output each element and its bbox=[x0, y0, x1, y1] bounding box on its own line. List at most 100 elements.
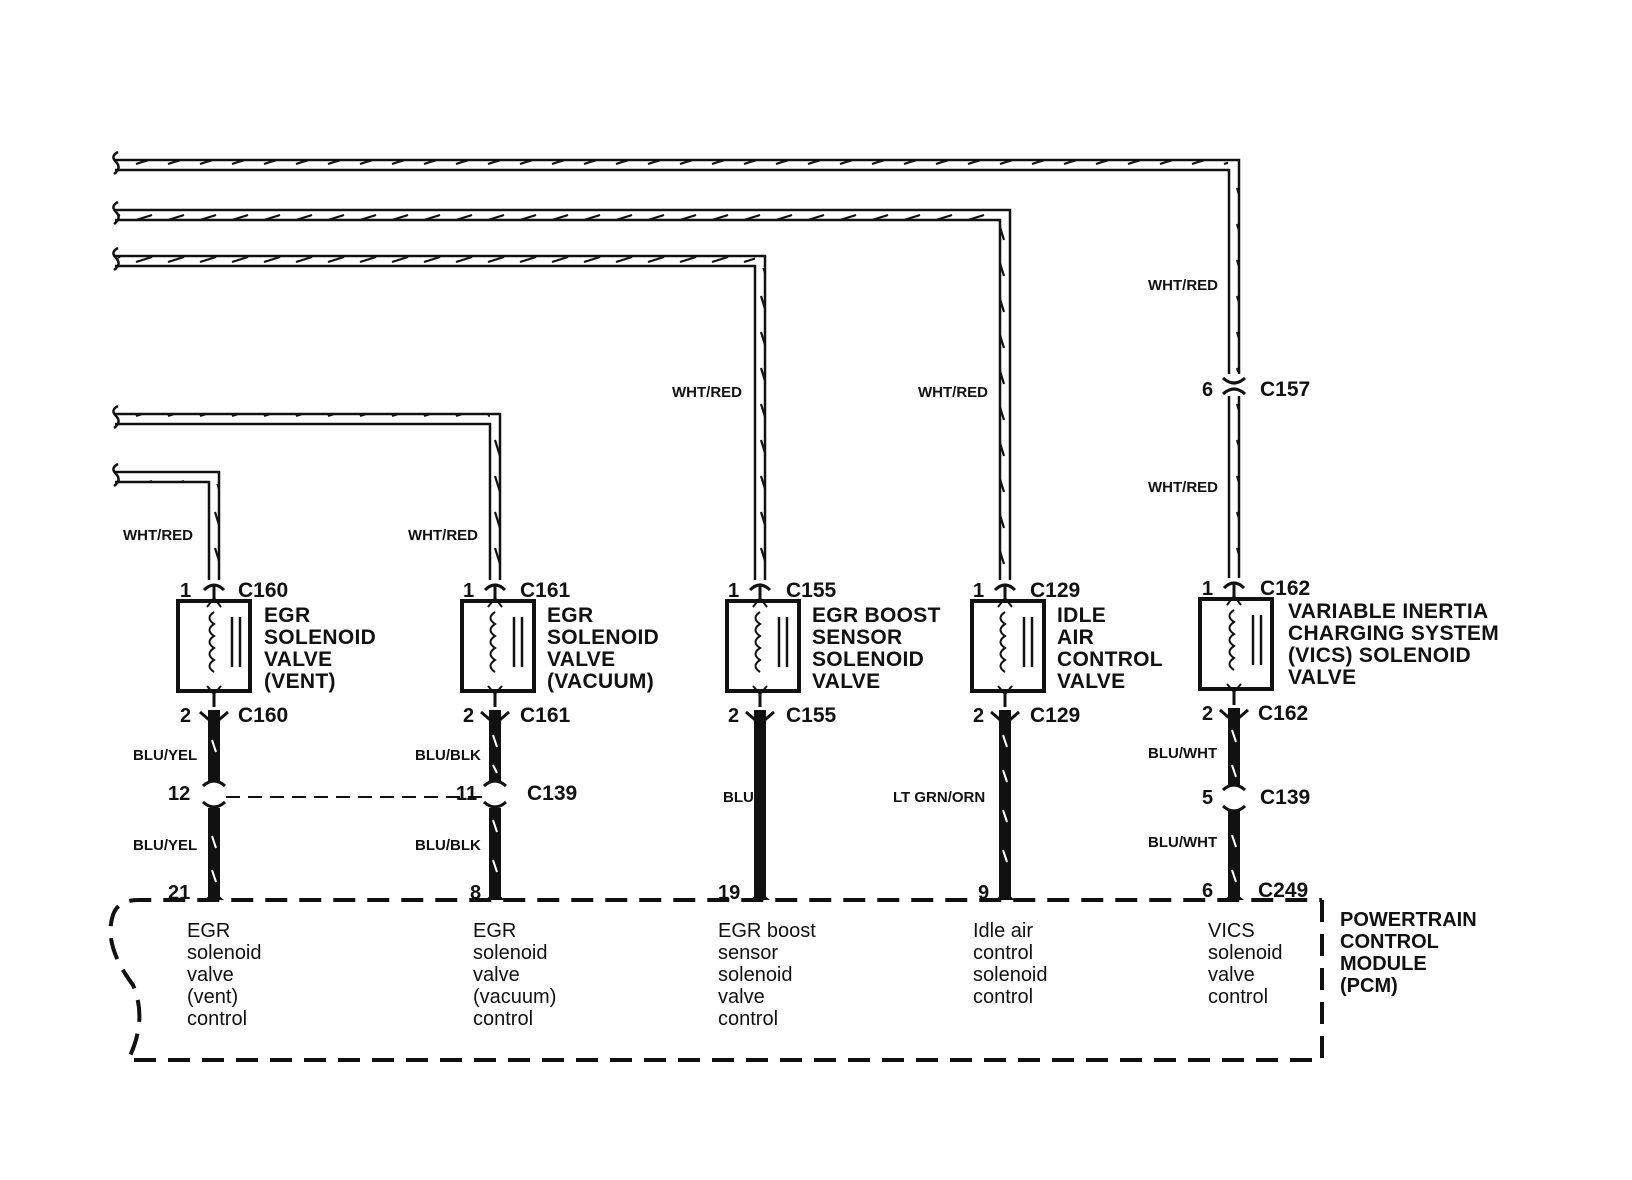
svg-text:EGR: EGR bbox=[473, 920, 516, 942]
signal-wire-egr-boost bbox=[745, 710, 775, 900]
connector-c139-right: C139 bbox=[1260, 786, 1310, 809]
svg-text:EGR: EGR bbox=[187, 920, 230, 942]
pcm-desc-egr-vacuum: EGR solenoid valve (vacuum) control bbox=[473, 920, 556, 1030]
wire-label-egr-vent-lower: BLU/YEL bbox=[133, 837, 197, 854]
pin-vics-pcm: 6 bbox=[1202, 880, 1213, 902]
pin-vics-inline: 5 bbox=[1202, 787, 1213, 809]
egr-vacuum-solenoid-symbol bbox=[460, 584, 536, 707]
supply-wire-vics bbox=[115, 158, 1241, 578]
supply-wires bbox=[112, 150, 1241, 580]
signal-wire-egr-vent bbox=[199, 710, 229, 900]
svg-text:control: control bbox=[473, 1008, 533, 1030]
signal-wire-vics bbox=[1219, 708, 1249, 900]
pin-egr-vacuum-top: 1 bbox=[463, 580, 474, 602]
wire-label-iac: LT GRN/ORN bbox=[893, 789, 985, 806]
egr-boost-solenoid-symbol bbox=[725, 584, 801, 707]
component-name-labels: EGR SOLENOID VALVE (VENT) EGR SOLENOID V… bbox=[264, 600, 1499, 693]
component-boxes bbox=[176, 582, 1274, 707]
pin-egr-vent-top: 1 bbox=[180, 580, 191, 602]
pin-egr-boost-bottom: 2 bbox=[728, 705, 739, 727]
svg-text:control: control bbox=[973, 986, 1033, 1008]
pin-egr-boost-top: 1 bbox=[728, 580, 739, 602]
connector-egr-vacuum-top: C161 bbox=[520, 579, 571, 602]
signal-wires bbox=[199, 708, 1249, 900]
wire-label-egr-vacuum-upper: BLU/BLK bbox=[415, 747, 481, 764]
wire-label-vics-lower: BLU/WHT bbox=[1148, 834, 1217, 851]
svg-text:control: control bbox=[718, 1008, 778, 1030]
svg-text:valve: valve bbox=[187, 964, 234, 986]
wire-label-egr-vent-upper: BLU/YEL bbox=[133, 747, 197, 764]
pin-egr-vent-pcm: 21 bbox=[168, 882, 190, 904]
supply-wire-iac bbox=[115, 208, 1012, 580]
svg-text:IDLE: IDLE bbox=[1057, 604, 1106, 627]
connector-iac-top: C129 bbox=[1030, 579, 1080, 602]
label-iac: IDLE AIR CONTROL VALVE bbox=[1057, 604, 1163, 693]
signal-wire-iac bbox=[990, 710, 1020, 900]
svg-text:(VACUUM): (VACUUM) bbox=[547, 670, 654, 693]
svg-text:POWERTRAIN: POWERTRAIN bbox=[1340, 909, 1477, 931]
svg-text:(vent): (vent) bbox=[187, 986, 238, 1008]
svg-text:VALVE: VALVE bbox=[264, 648, 332, 671]
svg-text:solenoid: solenoid bbox=[473, 942, 548, 964]
svg-text:solenoid: solenoid bbox=[1208, 942, 1283, 964]
connector-c249: C249 bbox=[1258, 879, 1308, 902]
pcm-terminal-descriptions: EGR solenoid valve (vent) control EGR so… bbox=[187, 920, 1283, 1030]
pin-egr-vent-bottom: 2 bbox=[180, 705, 191, 727]
pin-vics-bottom: 2 bbox=[1202, 703, 1213, 725]
wire-label-vics-upper: BLU/WHT bbox=[1148, 745, 1217, 762]
svg-text:valve: valve bbox=[1208, 964, 1255, 986]
connector-egr-vacuum-bottom: C161 bbox=[520, 704, 571, 727]
supply-wire-egr-boost bbox=[115, 254, 767, 580]
wire-label-supply-egr-boost: WHT/RED bbox=[672, 384, 742, 401]
svg-text:control: control bbox=[973, 942, 1033, 964]
svg-text:sensor: sensor bbox=[718, 942, 778, 964]
pin-iac-pcm: 9 bbox=[978, 882, 989, 904]
svg-text:solenoid: solenoid bbox=[187, 942, 262, 964]
svg-text:Idle air: Idle air bbox=[973, 920, 1033, 942]
pin-iac-top: 1 bbox=[973, 580, 984, 602]
pin-egr-vacuum-inline: 11 bbox=[456, 783, 477, 805]
svg-text:VALVE: VALVE bbox=[1057, 670, 1125, 693]
svg-text:VARIABLE INERTIA: VARIABLE INERTIA bbox=[1288, 600, 1488, 623]
connector-c157: C157 bbox=[1260, 378, 1310, 401]
svg-text:SOLENOID: SOLENOID bbox=[264, 626, 376, 649]
svg-text:valve: valve bbox=[718, 986, 765, 1008]
egr-vent-solenoid-symbol bbox=[176, 584, 252, 707]
label-egr-boost: EGR BOOST SENSOR SOLENOID VALVE bbox=[812, 604, 940, 693]
pin-vics-top: 1 bbox=[1202, 578, 1213, 600]
connector-c139-left: C139 bbox=[527, 782, 577, 805]
signal-wire-egr-vacuum bbox=[480, 710, 510, 900]
svg-text:solenoid: solenoid bbox=[973, 964, 1048, 986]
wire-label-supply-egr-vent: WHT/RED bbox=[123, 527, 193, 544]
label-egr-vacuum: EGR SOLENOID VALVE (VACUUM) bbox=[547, 604, 659, 693]
svg-text:CONTROL: CONTROL bbox=[1057, 648, 1163, 671]
top-pin-symbols bbox=[202, 581, 1246, 592]
svg-text:EGR: EGR bbox=[547, 604, 593, 627]
connector-egr-vent-top: C160 bbox=[238, 579, 288, 602]
connector-egr-vent-bottom: C160 bbox=[238, 704, 288, 727]
supply-wire-egr-vacuum bbox=[115, 412, 502, 580]
svg-text:(VICS) SOLENOID: (VICS) SOLENOID bbox=[1288, 644, 1471, 667]
pcm-name-label: POWERTRAIN CONTROL MODULE (PCM) bbox=[1340, 909, 1477, 997]
label-vics: VARIABLE INERTIA CHARGING SYSTEM (VICS) … bbox=[1288, 600, 1499, 689]
pin-egr-vacuum-pcm: 8 bbox=[470, 882, 481, 904]
wire-break-symbols bbox=[112, 150, 120, 487]
svg-text:VALVE: VALVE bbox=[812, 670, 880, 693]
wire-label-supply-iac: WHT/RED bbox=[918, 384, 988, 401]
svg-text:SENSOR: SENSOR bbox=[812, 626, 903, 649]
wire-label-supply-egr-vacuum: WHT/RED bbox=[408, 527, 478, 544]
svg-text:CHARGING SYSTEM: CHARGING SYSTEM bbox=[1288, 622, 1499, 645]
svg-text:solenoid: solenoid bbox=[718, 964, 793, 986]
pin-egr-boost-pcm: 19 bbox=[718, 882, 740, 904]
wire-color-labels: WHT/RED WHT/RED WHT/RED WHT/RED WHT/RED … bbox=[123, 277, 1218, 854]
svg-text:valve: valve bbox=[473, 964, 520, 986]
pin-egr-vent-inline: 12 bbox=[168, 783, 190, 805]
pin-vics-upper: 6 bbox=[1202, 379, 1213, 401]
connector-iac-bottom: C129 bbox=[1030, 704, 1080, 727]
svg-text:VICS: VICS bbox=[1208, 920, 1255, 942]
iac-valve-symbol bbox=[970, 584, 1046, 707]
svg-text:AIR: AIR bbox=[1057, 626, 1094, 649]
pin-egr-vacuum-bottom: 2 bbox=[463, 705, 474, 727]
wire-label-supply-vics-upper: WHT/RED bbox=[1148, 277, 1218, 294]
